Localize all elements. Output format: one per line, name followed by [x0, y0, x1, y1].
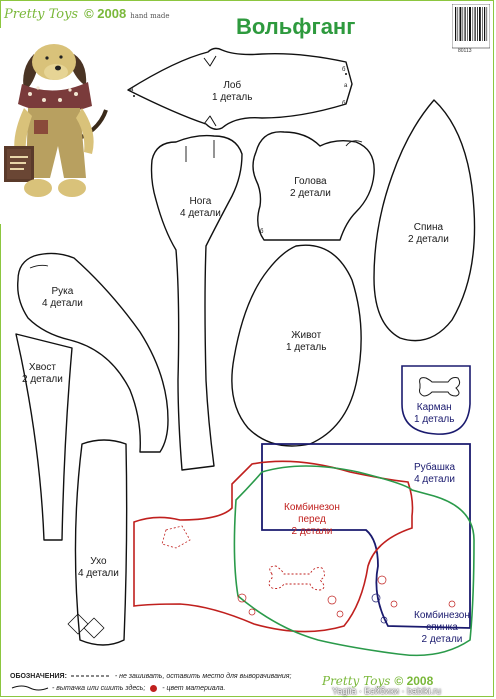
open-seam-icon	[70, 675, 111, 677]
piece-belly	[231, 244, 362, 447]
footer-brand: Pretty Toys© 2008	[322, 674, 433, 688]
footer-brand-name: Pretty Toys	[322, 674, 391, 688]
legend-item-open: - не зашивать, оставить место для вывора…	[114, 672, 292, 680]
mark-a: а	[344, 83, 348, 89]
barcode-number: 80113	[458, 48, 472, 54]
page-title: Вольфганг	[236, 14, 356, 39]
piece-overalls-back	[233, 465, 475, 657]
legend-heading: ОБОЗНАЧЕНИЯ:	[10, 672, 67, 680]
piece-ear	[74, 439, 128, 646]
bone-icon	[268, 565, 325, 591]
piece-back	[373, 99, 476, 342]
piece-arm	[17, 252, 169, 453]
mark-b: б	[342, 101, 346, 107]
bone-icon	[419, 377, 461, 397]
mark-b: б	[342, 67, 346, 73]
color-dot-icon	[150, 684, 158, 692]
mark-b: б	[260, 229, 264, 235]
piece-shirt	[261, 443, 471, 629]
toy-photo	[0, 28, 108, 224]
mark-a: а	[130, 87, 134, 93]
legend: ОБОЗНАЧЕНИЯ: - не зашивать, оставить мес…	[10, 672, 292, 692]
legend-item-color: - цвет материала.	[162, 684, 226, 692]
watermark: Yagiia · Бэйбики · babiki.ru	[332, 686, 442, 696]
piece-pocket	[401, 365, 471, 435]
brand-year: © 2008	[84, 6, 127, 21]
piece-head	[252, 131, 375, 241]
brand-tagline: hand made	[130, 12, 170, 20]
piece-leg	[150, 134, 243, 471]
dart-icon	[11, 685, 49, 691]
piece-overalls-front	[133, 460, 414, 633]
dart-mark	[203, 55, 217, 67]
brand-name: Pretty Toys	[4, 7, 79, 22]
footer-brand-year: © 2008	[394, 674, 434, 688]
piece-tail	[15, 333, 73, 541]
piece-forehead	[127, 47, 353, 131]
barcode-icon	[452, 4, 490, 49]
legend-item-dart: - вытачка или сшить здесь;	[51, 684, 146, 692]
dart-mark	[203, 115, 217, 127]
